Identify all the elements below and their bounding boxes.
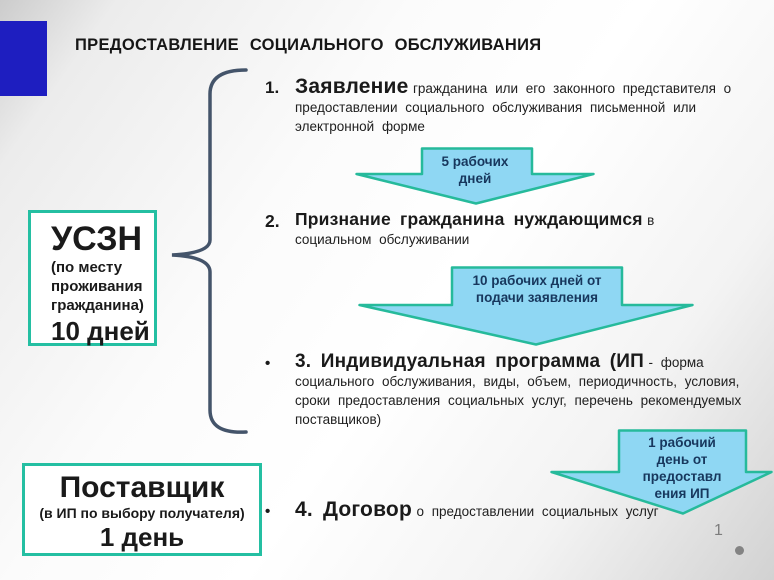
uszn-subtitle: (по месту проживания гражданина) (51, 259, 144, 314)
page-dot (735, 546, 744, 555)
step-1: 1. Заявление гражданина или его законног… (262, 76, 762, 136)
step-4-bullet: • (265, 503, 271, 520)
decor-blue-square (0, 21, 47, 96)
down-arrow-icon (358, 266, 694, 346)
timing-arrow-1: 5 рабочих дней (355, 147, 595, 205)
step-1-number: 1. (265, 78, 280, 97)
timing-arrow-2: 10 рабочих дней от подачи заявления (358, 266, 694, 346)
step-2-title: Признание гражданина нуждающимся (295, 209, 643, 229)
step-2: 2. Признание гражданина нуждающимся в со… (262, 209, 714, 249)
uszn-title: УСЗН (51, 220, 143, 258)
down-arrow-icon (550, 429, 773, 515)
timing-arrow-3-label: 1 рабочий день от предоставл ения ИП (642, 435, 722, 501)
uszn-box: УСЗН (по месту проживания гражданина) 10… (28, 210, 157, 346)
step-1-title: Заявление (295, 75, 409, 98)
page-number: 1 (714, 522, 723, 539)
step-2-description: в социальном обслуживании (295, 213, 655, 247)
step-4-title: 4. Договор (295, 498, 412, 521)
timing-arrow-3: 1 рабочий день от предоставл ения ИП (550, 429, 773, 515)
curly-brace (171, 68, 248, 434)
timing-arrow-2-label: 10 рабочих дней от подачи заявления (472, 273, 602, 305)
step-1-description: гражданина или его законного представите… (295, 81, 732, 134)
step-3-description: - форма социального обслуживания, виды, … (295, 355, 742, 427)
page-title: ПРЕДОСТАВЛЕНИЕ СОЦИАЛЬНОГО ОБСЛУЖИВАНИЯ (75, 36, 542, 54)
step-3: • 3. Индивидуальная программа (ИП - форм… (262, 352, 758, 429)
step-3-bullet: • (265, 355, 271, 372)
step-4: • 4. Договор о предоставлении социальных… (262, 499, 762, 521)
down-arrow-icon (355, 147, 595, 205)
timing-arrow-1-label: 5 рабочих дней (441, 154, 509, 186)
supplier-subtitle: (в ИП по выбору получателя) (39, 505, 245, 521)
uszn-duration: 10 дней (51, 316, 150, 346)
step-2-number: 2. (265, 211, 280, 231)
supplier-title: Поставщик (59, 471, 225, 504)
step-4-description: о предоставлении социальных услуг (416, 504, 659, 519)
step-3-title: 3. Индивидуальная программа (ИП (295, 351, 645, 372)
supplier-box: Поставщик (в ИП по выбору получателя) 1 … (22, 463, 262, 556)
supplier-duration: 1 день (99, 522, 185, 552)
